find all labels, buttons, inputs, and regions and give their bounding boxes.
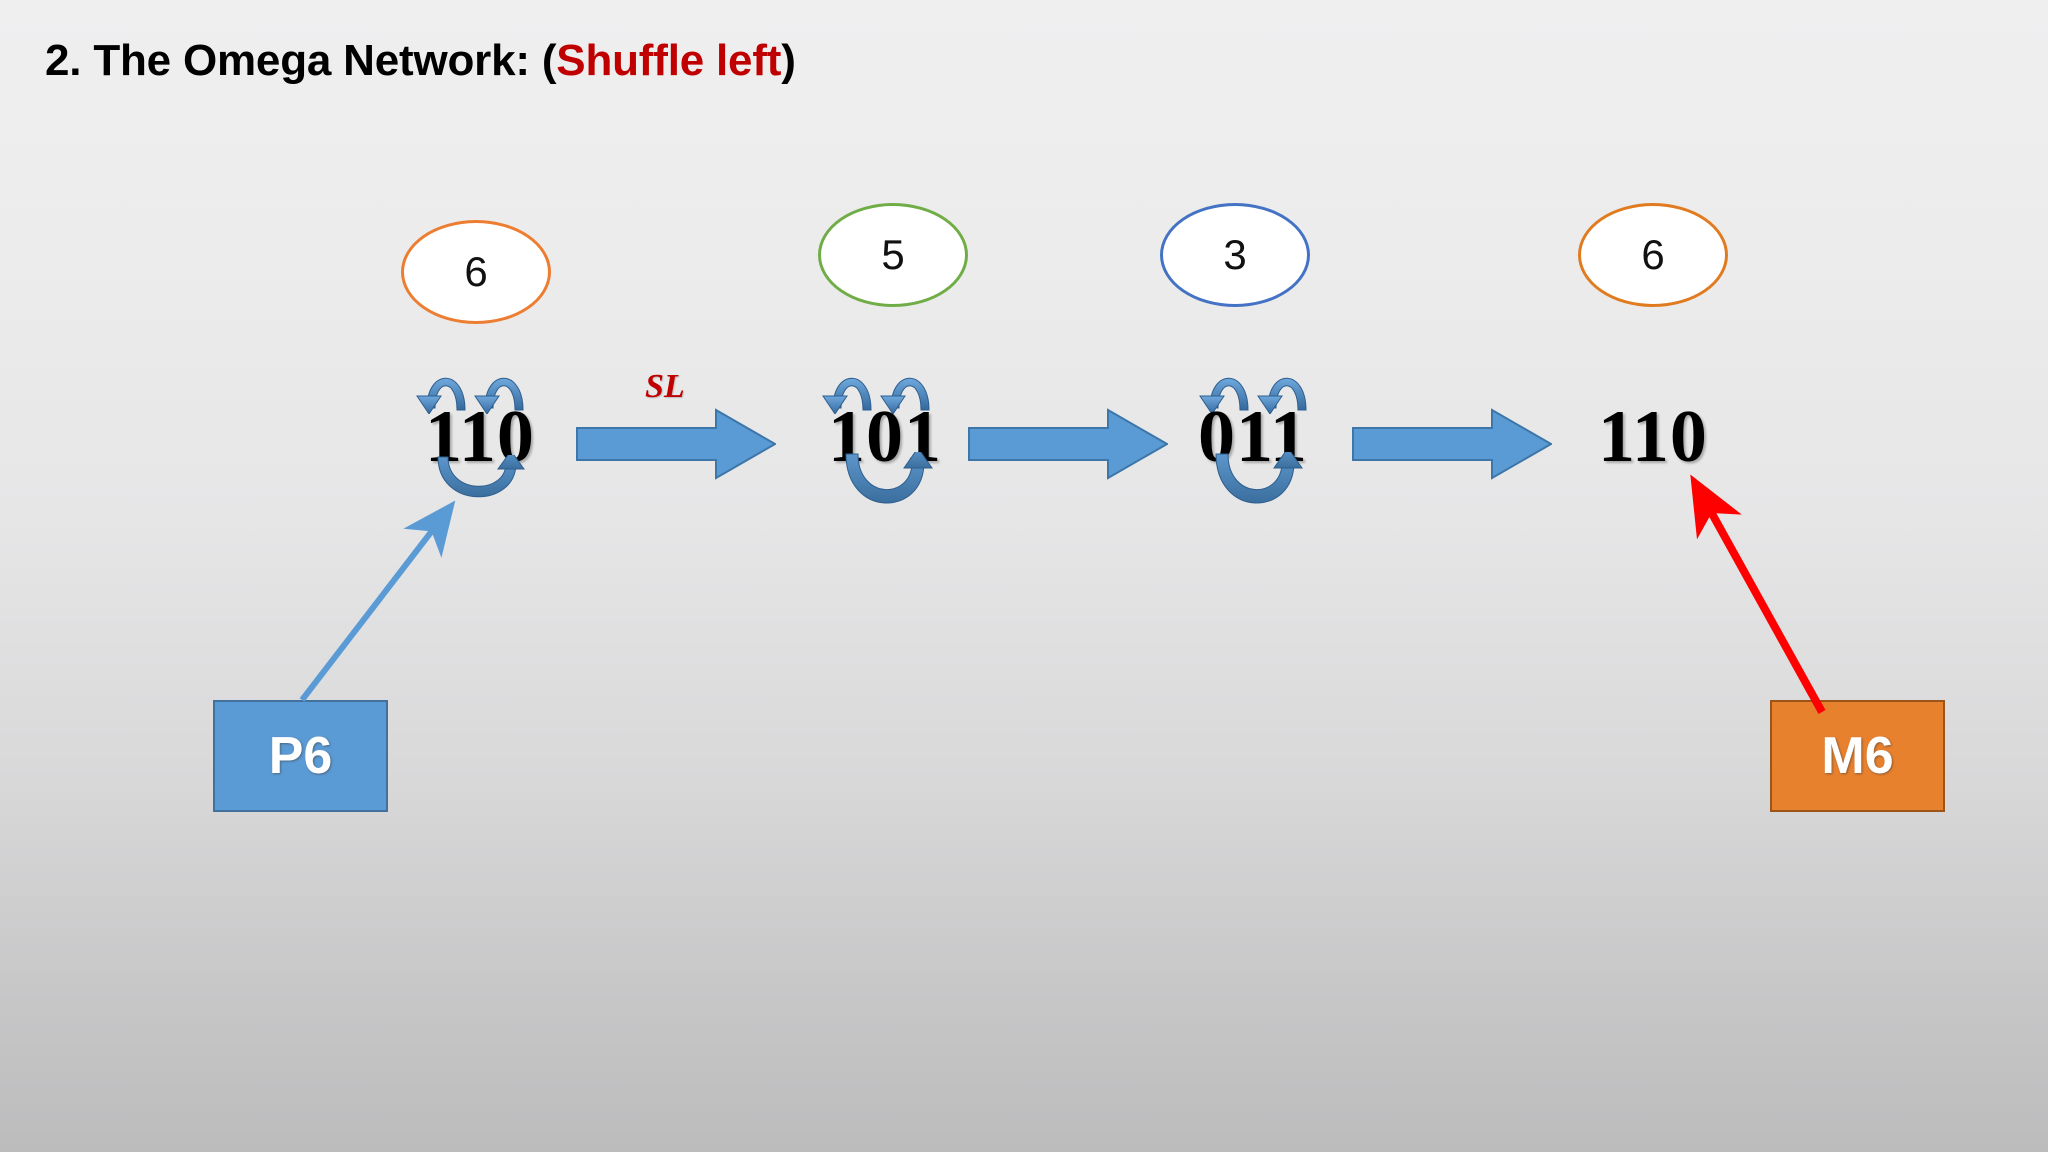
page-title: 2. The Omega Network: (Shuffle left)	[45, 36, 796, 86]
shuffle-arcs-top-1	[821, 352, 941, 419]
curved-arrow-left-icon	[1199, 377, 1307, 415]
stage-badge-label-3: 6	[1641, 231, 1665, 278]
destination-node-label: M6	[1821, 727, 1894, 785]
curved-arrow-wrap-icon	[437, 450, 525, 498]
shuffle-arcs-bottom-0	[432, 450, 542, 530]
shuffle-arcs-bottom-1	[840, 447, 950, 537]
page-title-suffix: )	[781, 36, 796, 85]
stage-badge-0[interactable]: 6	[401, 220, 551, 324]
stage-badge-label-2: 3	[1223, 231, 1247, 278]
stage-arrow-0[interactable]	[576, 408, 778, 485]
stage-arrow-2[interactable]	[1352, 408, 1554, 485]
curved-arrow-wrap-icon	[1215, 447, 1303, 504]
page-title-prefix: 2. The Omega Network: (	[45, 36, 557, 85]
shuffle-arcs-top-0	[415, 352, 535, 419]
source-node-box[interactable]: P6	[213, 700, 388, 812]
curved-arrow-wrap-icon	[845, 447, 933, 504]
block-arrow-right-icon	[1352, 408, 1554, 480]
transition-label-0: SL	[645, 368, 685, 405]
curved-arrow-left-icon	[416, 377, 524, 415]
source-node-label: P6	[268, 727, 333, 785]
curved-arrow-left-icon	[822, 377, 930, 415]
block-arrow-right-icon	[576, 408, 778, 480]
shuffle-arcs-top-2	[1198, 352, 1318, 419]
stage-word-3: 110	[1598, 396, 1708, 478]
stage-badge-2[interactable]: 3	[1160, 203, 1310, 307]
stage-arrow-1[interactable]	[968, 408, 1170, 485]
stage-badge-3[interactable]: 6	[1578, 203, 1728, 307]
page-title-accent: Shuffle left	[556, 36, 782, 85]
stage-badge-1[interactable]: 5	[818, 203, 968, 307]
stage-badge-label-1: 5	[881, 231, 905, 278]
destination-node-box[interactable]: M6	[1770, 700, 1945, 812]
stage-badge-label-0: 6	[464, 248, 488, 295]
source-connector-arrow	[299, 500, 456, 702]
block-arrow-right-icon	[968, 408, 1170, 480]
shuffle-arcs-bottom-2	[1210, 447, 1320, 537]
destination-connector-arrow	[1690, 474, 1826, 714]
